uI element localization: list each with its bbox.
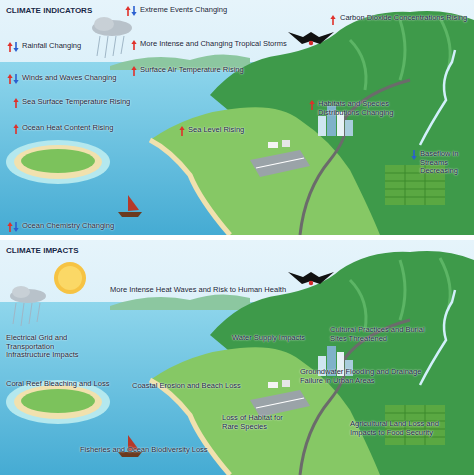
impact-label: More Intense Heat Waves and Risk to Huma… xyxy=(110,286,286,295)
impact-label: Coral Reef Bleaching and Loss xyxy=(6,380,109,389)
trend-arrows xyxy=(7,6,416,232)
impact-label: Agricultural Land Loss and Impacts to Fo… xyxy=(350,420,465,437)
panel-heading: CLIMATE INDICATORS xyxy=(6,6,92,15)
indicator-label: Rainfall Changing xyxy=(22,42,81,51)
impact-label: Fisheries and Ocean Biodiversity Loss xyxy=(80,446,208,455)
rain-cloud xyxy=(92,17,132,58)
indicator-label: Ocean Chemistry Changing xyxy=(22,222,114,231)
indicator-label: Sea Level Rising xyxy=(188,126,244,135)
indicator-label: Ocean Heat Content Rising xyxy=(22,124,113,133)
indicator-label: Surface Air Temperature Rising xyxy=(140,66,244,75)
impact-label: Groundwater Flooding and Drainage Failur… xyxy=(300,368,430,385)
indicator-label: Winds and Waves Changing xyxy=(22,74,116,83)
panel-heading: CLIMATE IMPACTS xyxy=(6,246,79,255)
impact-label: Electrical Grid and Transportation Infra… xyxy=(6,334,98,360)
impact-label: Water Supply Impacts xyxy=(232,334,305,343)
indicator-label: Sea Surface Temperature Rising xyxy=(22,98,130,107)
rain-cloud xyxy=(10,286,46,326)
indicator-label: Habitats and Species Distributions Chang… xyxy=(318,100,398,117)
indicator-label: Carbon Dioxide Concentrations Rising xyxy=(340,14,470,23)
impact-label: Loss of Habitat for Rare Species xyxy=(222,414,292,431)
indicator-label: Baseflow in Streams Decreasing xyxy=(420,150,470,176)
impact-label: Coastal Erosion and Beach Loss xyxy=(132,382,241,391)
sun xyxy=(54,262,86,294)
indicator-label: Extreme Events Changing xyxy=(140,6,227,15)
impact-label: Cultural Practices and Burial Sites Thre… xyxy=(330,326,430,343)
indicator-label: More Intense and Changing Tropical Storm… xyxy=(140,40,287,49)
indicators-illustration xyxy=(0,0,474,235)
